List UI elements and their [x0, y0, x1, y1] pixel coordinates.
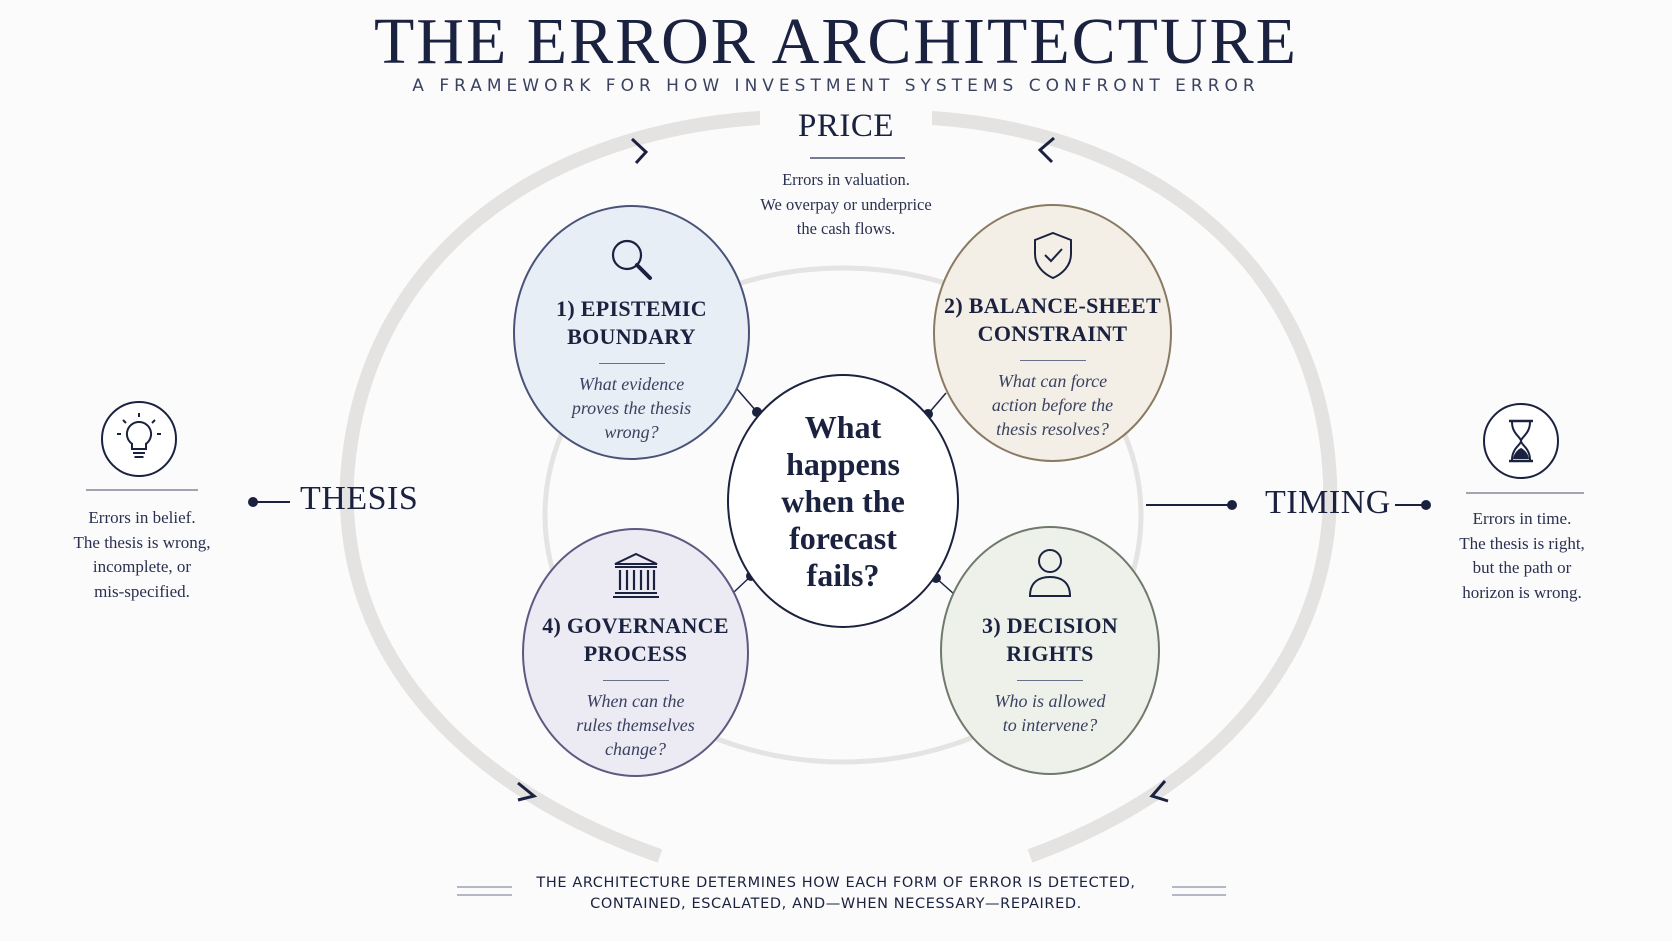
node-question: Who is allowed to intervene? [994, 691, 1106, 735]
node-question: When can the rules themselves change? [576, 691, 695, 759]
node-divider [598, 363, 665, 364]
hourglass-icon [1482, 402, 1560, 484]
node-title: 1) EPISTEMIC BOUNDARY [556, 296, 707, 349]
timing-description: Errors in time. The thesis is right, but… [1459, 509, 1585, 602]
node-divider [1019, 360, 1086, 361]
shield-check-icon [1033, 231, 1072, 280]
center-question: What happens when the forecast fails? [781, 408, 905, 593]
node-balance-sheet-constraint[interactable]: 2) BALANCE-SHEET CONSTRAINT What can for… [933, 204, 1172, 462]
node-epistemic-boundary[interactable]: 1) EPISTEMIC BOUNDARY What evidence prov… [513, 205, 750, 460]
magnifier-icon [611, 239, 652, 280]
node-title: 3) DECISION RIGHTS [982, 613, 1118, 666]
footer-ornaments [457, 886, 1226, 896]
person-icon [1028, 549, 1072, 597]
price-description: Errors in valuation. We overpay or under… [760, 170, 932, 238]
outer-ring [339, 110, 1338, 863]
cycle-arrows [517, 136, 1169, 803]
node-divider [602, 680, 669, 681]
page-title: THE ERROR ARCHITECTURE [373, 5, 1298, 78]
thesis-connector [248, 497, 290, 507]
page-subtitle: A FRAMEWORK FOR HOW INVESTMENT SYSTEMS C… [412, 76, 1260, 96]
node-title: 2) BALANCE-SHEET CONSTRAINT [944, 293, 1161, 346]
timing-label: TIMING [1265, 484, 1391, 521]
thesis-description: Errors in belief. The thesis is wrong, i… [73, 508, 211, 601]
institution-icon [612, 552, 659, 598]
thesis-label: THESIS [300, 480, 419, 517]
center-circle: What happens when the forecast fails? [727, 374, 959, 628]
footer-note: THE ARCHITECTURE DETERMINES HOW EACH FOR… [536, 875, 1136, 912]
price-label: PRICE [760, 108, 932, 145]
node-decision-rights[interactable]: 3) DECISION RIGHTS Who is allowed to int… [940, 526, 1160, 775]
inner-ring [542, 265, 1144, 765]
arrow-top-right [1037, 136, 1055, 164]
timing-connector [1146, 500, 1431, 510]
arrow-bottom-left [517, 781, 538, 802]
node-question: What can force action before the thesis … [991, 371, 1114, 439]
arrow-top-left [630, 137, 649, 165]
node-question: What evidence proves the thesis wrong? [571, 374, 692, 442]
lightbulb-icon [100, 400, 178, 482]
node-divider [1017, 680, 1083, 681]
node-governance-process[interactable]: 4) GOVERNANCE PROCESS When can the rules… [522, 528, 749, 777]
arrow-bottom-right [1149, 780, 1169, 803]
node-title: 4) GOVERNANCE PROCESS [542, 613, 729, 666]
